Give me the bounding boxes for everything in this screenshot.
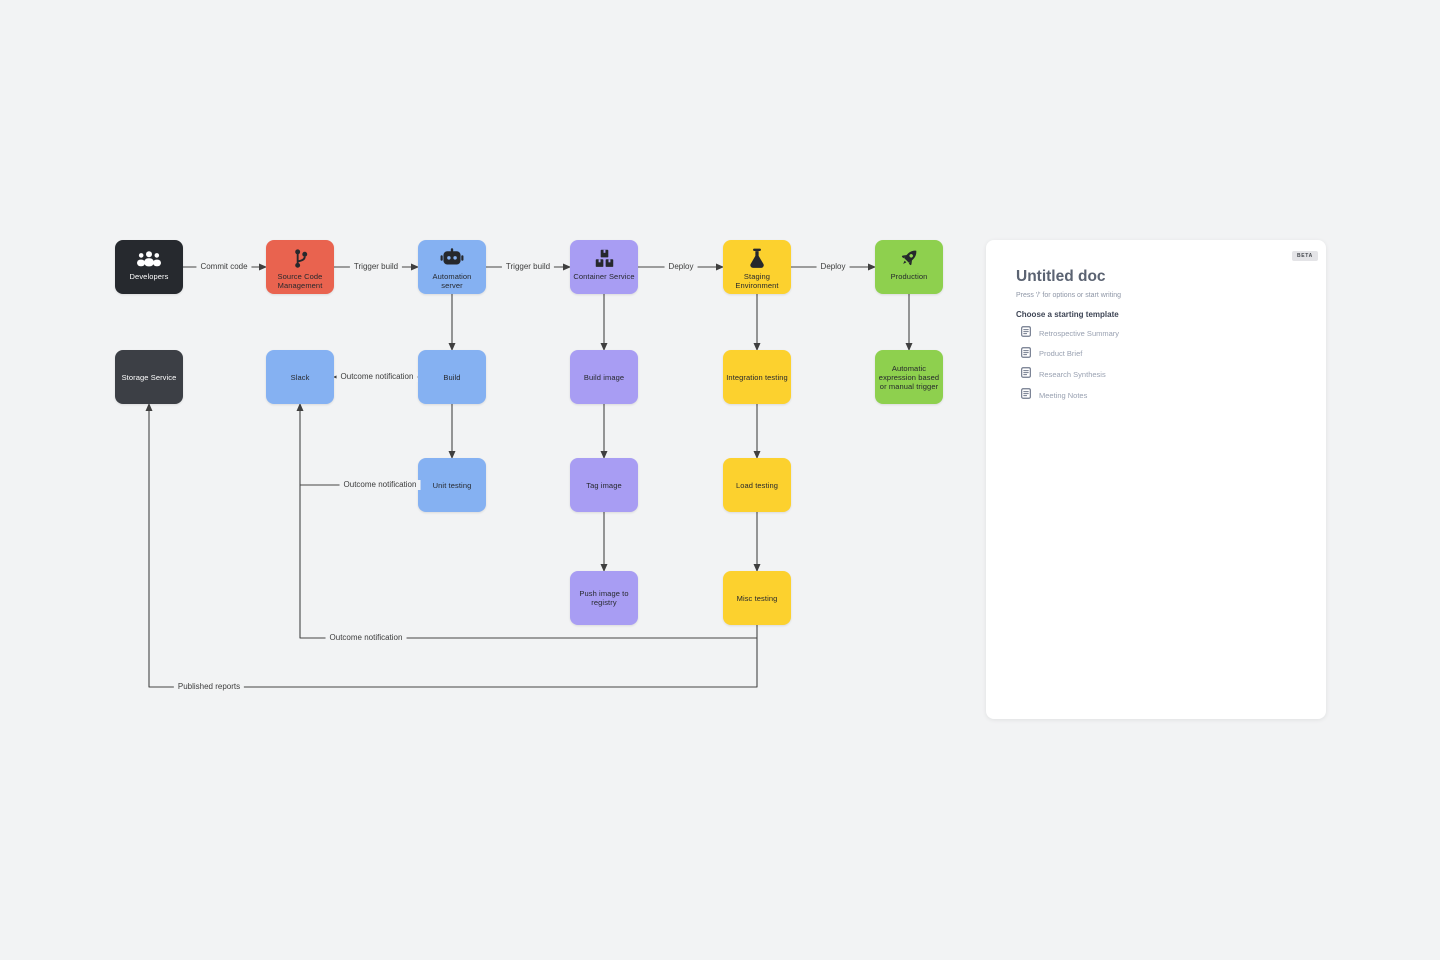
template-item-retrospective-summary[interactable]: Retrospective Summary [1021,323,1119,344]
node-label: Misc testing [736,593,778,603]
edge-connector-misc-testing-to-storage-service[interactable] [145,403,758,688]
node-label: Storage Service [121,372,177,382]
edge-label[interactable]: Outcome notification [339,480,421,490]
git-branch-icon [292,247,309,269]
doc-title[interactable]: Untitled doc [1016,268,1106,285]
node-staging-environment[interactable]: Staging Environment [723,240,791,294]
node-label: Build image [583,372,625,382]
beta-badge: BETA [1291,251,1318,261]
users-icon [136,247,162,269]
node-tag-image[interactable]: Tag image [570,458,638,512]
node-label: Slack [290,372,310,382]
template-item-research-synthesis[interactable]: Research Synthesis [1021,364,1119,385]
template-item-label: Retrospective Summary [1039,328,1120,338]
edge-label[interactable]: Published reports [173,682,245,692]
doc-icon [1021,324,1031,342]
node-push-image-to-registry[interactable]: Push image to registry [570,571,638,625]
node-label: Automatic expression based or manual tri… [878,363,940,391]
edge-label[interactable]: Outcome notification [325,633,407,643]
node-load-testing[interactable]: Load testing [723,458,791,512]
template-item-product-brief[interactable]: Product Brief [1021,344,1119,365]
node-label: Source Code Management [277,272,323,290]
node-label: Integration testing [726,372,788,382]
node-label: Push image to registry [579,589,629,607]
node-label: Staging Environment [735,272,779,290]
node-label: Unit testing [432,480,472,490]
node-label: Container Service [573,272,635,281]
doc-icon [1021,365,1031,383]
edge-label[interactable]: Outcome notification [336,372,418,382]
template-item-label: Product Brief [1039,349,1083,359]
node-slack[interactable]: Slack [266,350,334,404]
flask-icon [747,247,767,269]
doc-icon [1021,386,1031,404]
node-label: Production [890,272,928,281]
doc-panel: BETA Untitled doc Press '/' for options … [986,240,1326,719]
node-build-image[interactable]: Build image [570,350,638,404]
node-label: Load testing [735,480,779,490]
template-item-meeting-notes[interactable]: Meeting Notes [1021,385,1119,406]
edge-label[interactable]: Trigger build [349,262,403,272]
edge-connector-misc-testing-to-slack[interactable] [296,403,758,639]
node-storage-service[interactable]: Storage Service [115,350,183,404]
node-label: Build [443,372,461,382]
template-item-label: Meeting Notes [1039,390,1088,400]
node-label: Automation server [432,272,472,290]
doc-icon [1021,345,1031,363]
node-label: Developers [129,272,169,281]
edge-label[interactable]: Trigger build [501,262,555,272]
doc-editor-placeholder[interactable]: Press '/' for options or start writing [1016,292,1121,299]
node-source-code-management[interactable]: Source Code Management [266,240,334,294]
node-misc-testing[interactable]: Misc testing [723,571,791,625]
node-label: Tag image [586,480,622,490]
template-item-label: Research Synthesis [1039,369,1106,379]
robot-icon [440,247,464,269]
edge-label[interactable]: Deploy [816,262,850,272]
template-section-title: Choose a starting template [1016,310,1119,319]
containers-icon [595,247,614,269]
node-container-service[interactable]: Container Service [570,240,638,294]
node-automation-server[interactable]: Automation server [418,240,486,294]
node-production[interactable]: Production [875,240,943,294]
rocket-icon [898,247,920,269]
node-developers[interactable]: Developers [115,240,183,294]
node-unit-testing[interactable]: Unit testing [418,458,486,512]
node-automatic-trigger[interactable]: Automatic expression based or manual tri… [875,350,943,404]
edge-label[interactable]: Deploy [664,262,698,272]
edge-label[interactable]: Commit code [196,262,252,272]
node-integration-testing[interactable]: Integration testing [723,350,791,404]
node-build[interactable]: Build [418,350,486,404]
